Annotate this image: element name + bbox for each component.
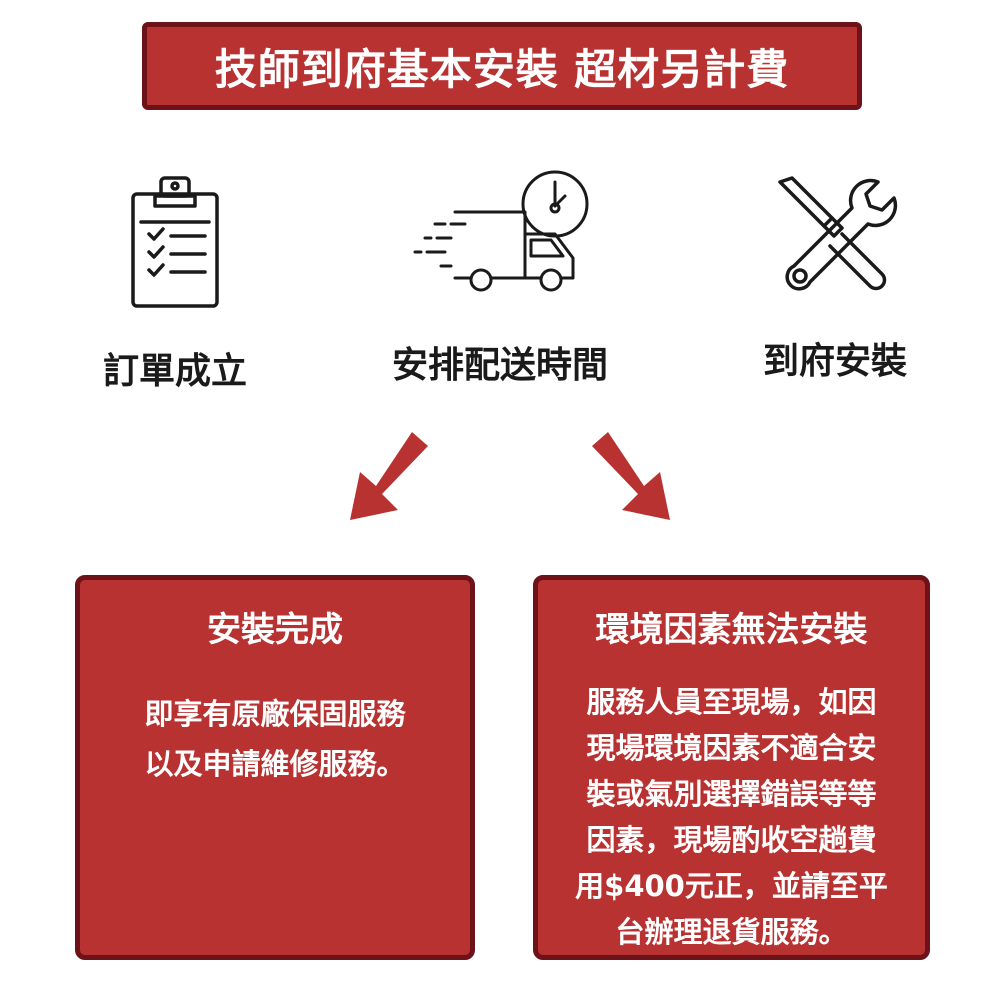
outcome-title-complete: 安裝完成: [207, 610, 343, 650]
outcome-line: 台辦理退貨服務。: [615, 915, 848, 949]
outcome-body-complete: 即享有原廠保固服務 以及申請維修服務。: [80, 689, 470, 789]
step-schedule-delivery: 安排配送時間: [375, 168, 625, 388]
outcome-line: 因素，現場酌收空趟費: [586, 823, 877, 857]
wrench-screwdriver-icon: [778, 176, 898, 291]
step-order-placed: 訂單成立: [80, 172, 270, 394]
step-label-install: 到府安裝: [762, 341, 907, 382]
outcome-line: 用$400元正，並請至平: [575, 869, 888, 903]
arrow-down-left-icon: [350, 432, 428, 520]
delivery-truck-clock-icon: [413, 170, 589, 292]
step-label-schedule: 安排配送時間: [391, 345, 608, 386]
step-installation: 到府安裝: [740, 172, 930, 384]
outcome-line: 即享有原廠保固服務: [144, 697, 406, 731]
header-banner: 技師到府基本安裝 超材另計費: [142, 22, 862, 110]
outcome-line: 現場環境因素不適合安: [586, 731, 877, 765]
outcome-line: 裝或氣別選擇錯誤等等: [586, 777, 877, 811]
step-label-order: 訂單成立: [102, 351, 247, 392]
outcome-cannot-install: 環境因素無法安裝 服務人員至現場，如因 現場環境因素不適合安 裝或氣別選擇錯誤等…: [533, 575, 930, 960]
outcome-line: 以及申請維修服務。: [144, 747, 406, 781]
outcome-install-complete: 安裝完成 即享有原廠保固服務 以及申請維修服務。: [75, 575, 475, 960]
outcome-body-cannot: 服務人員至現場，如因 現場環境因素不適合安 裝或氣別選擇錯誤等等 因素，現場酌收…: [538, 679, 925, 955]
outcome-title-cannot: 環境因素無法安裝: [595, 610, 868, 650]
outcome-line: 服務人員至現場，如因: [586, 685, 877, 719]
banner-title: 技師到府基本安裝 超材另計費: [214, 44, 790, 94]
clipboard-checklist-icon: [131, 176, 219, 308]
arrow-down-right-icon: [592, 432, 670, 520]
